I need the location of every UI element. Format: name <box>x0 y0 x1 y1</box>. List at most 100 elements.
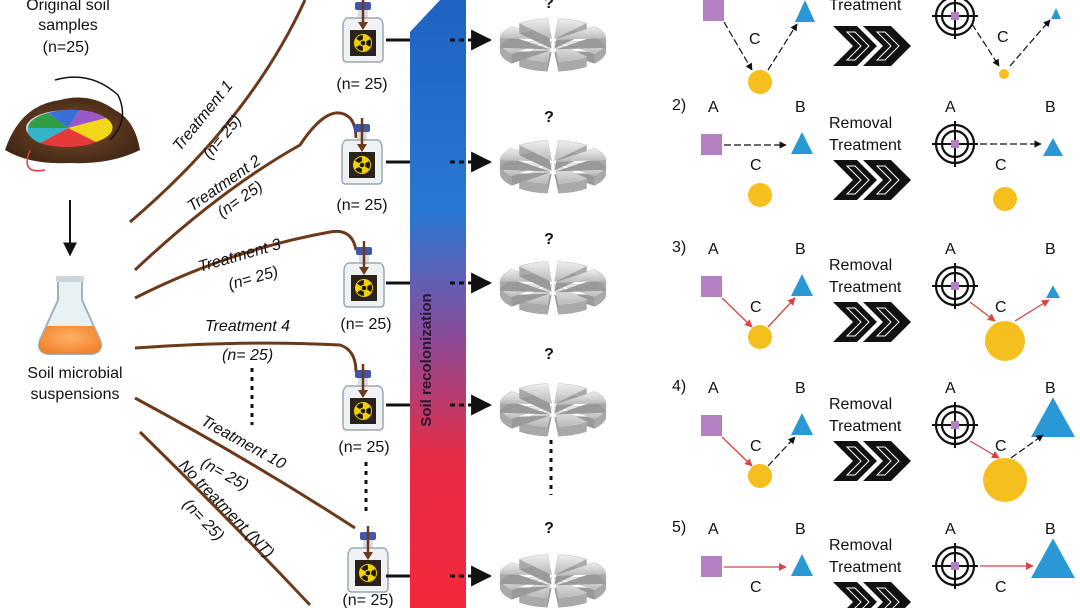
vial-4-n: (n= 25) <box>338 439 389 456</box>
node-a-square <box>703 0 724 21</box>
node-c-label-after: C <box>995 438 1007 455</box>
treatment-lines <box>129 0 358 607</box>
suspension-label-line2: suspensions <box>31 386 120 403</box>
chevron-arrow-icon <box>833 26 911 66</box>
node-c-label: C <box>750 438 762 455</box>
node-a-square <box>701 415 722 436</box>
node-b-triangle <box>791 554 813 576</box>
node-c-label-after: C <box>995 299 1007 316</box>
vial-3-n: (n= 25) <box>340 316 391 333</box>
scenario-1: C Treatment C <box>703 0 1061 94</box>
scenario-number: 5) <box>672 519 686 536</box>
soil-disk-icon-3 <box>499 261 607 315</box>
node-a-label: A <box>708 521 719 538</box>
treatment-label: Treatment <box>829 137 902 154</box>
node-c-label: C <box>750 157 762 174</box>
scenario-number: 3) <box>672 239 686 256</box>
soil-disk-icon-1 <box>499 18 607 72</box>
treatment-label: Treatment <box>829 559 902 576</box>
scenario-number: 4) <box>672 378 686 395</box>
node-b-triangle-after <box>1051 8 1061 19</box>
node-c-circle <box>748 325 772 349</box>
vial-5-n: (n= 25) <box>342 592 393 608</box>
treatment-line-4 <box>134 341 358 373</box>
node-c-circle <box>748 70 772 94</box>
soil-disk-icon-5 <box>499 554 607 608</box>
soil-recolonization-label: Soil recolonization <box>418 293 435 426</box>
node-b-triangle-after <box>1046 285 1060 298</box>
target-icon <box>932 0 978 39</box>
vial-group <box>341 0 389 593</box>
target-icon <box>932 121 978 167</box>
dotted-arrows <box>450 29 493 587</box>
node-b-triangle <box>791 132 813 154</box>
vial-1-n: (n= 25) <box>336 76 387 93</box>
original-soil-n: (n=25) <box>43 39 90 56</box>
node-b-label: B <box>795 241 806 258</box>
node-b-label-after: B <box>1045 521 1056 538</box>
node-a-square <box>701 134 722 155</box>
node-c-circle <box>748 183 772 207</box>
target-icon <box>932 263 978 309</box>
node-c-circle <box>748 464 772 488</box>
removal-label: Removal <box>829 257 892 274</box>
soil-recolonization-bar <box>410 0 466 608</box>
treatment-4-label: Treatment 4 <box>205 318 290 335</box>
scenario-number: 2) <box>672 97 686 114</box>
original-soil-block: Original soil samples (n=25) <box>26 0 110 56</box>
node-c-circle-after <box>983 458 1027 502</box>
chevron-arrow-icon <box>833 302 911 342</box>
node-a-label: A <box>708 380 719 397</box>
node-a-label-after: A <box>945 521 956 538</box>
target-icon <box>932 402 978 448</box>
node-a-square <box>701 276 722 297</box>
question-mark-4: ? <box>544 346 554 363</box>
node-b-triangle <box>791 274 813 296</box>
question-mark-1: ? <box>544 0 554 12</box>
question-mark-3: ? <box>544 231 554 248</box>
treatment-line-2 <box>133 111 358 272</box>
vial-2-n: (n= 25) <box>336 197 387 214</box>
treatment-line-10 <box>134 396 356 530</box>
node-a-label-after: A <box>945 241 956 258</box>
chevron-arrow-icon <box>833 582 911 608</box>
node-a-label: A <box>708 99 719 116</box>
node-a-label: A <box>708 241 719 258</box>
treatment-4-n: (n= 25) <box>222 347 273 364</box>
node-b-label: B <box>795 99 806 116</box>
question-mark-5: ? <box>544 520 554 537</box>
original-soil-subtitle: samples <box>38 17 98 34</box>
soil-pile-icon <box>5 76 140 172</box>
node-b-triangle <box>791 413 813 435</box>
vial-icon-1 <box>342 0 384 63</box>
treatment-label: Treatment <box>829 0 902 14</box>
node-b-label: B <box>795 521 806 538</box>
target-icon <box>932 543 978 589</box>
treatment-label: Treatment <box>829 279 902 296</box>
node-c-label-after: C <box>995 157 1007 174</box>
node-a-label-after: A <box>945 380 956 397</box>
node-b-triangle-after <box>1043 138 1063 156</box>
treatment-line-nt <box>138 430 312 607</box>
node-b-label: B <box>795 380 806 397</box>
removal-label: Removal <box>829 396 892 413</box>
vial-icon-3 <box>343 241 385 308</box>
treatment-label: Treatment <box>829 418 902 435</box>
node-c-label-after: C <box>997 29 1009 46</box>
node-b-label-after: B <box>1045 380 1056 397</box>
node-c-circle-after <box>999 69 1009 79</box>
treatment-line-3 <box>134 229 358 300</box>
vial-icon-5 <box>347 526 389 593</box>
node-c-circle-after <box>985 321 1025 361</box>
vial-icon-2 <box>341 118 383 185</box>
treatment-line-1 <box>129 0 307 224</box>
node-a-square <box>701 556 722 577</box>
node-c-label: C <box>749 31 761 48</box>
node-b-label-after: B <box>1045 99 1056 116</box>
flask-icon <box>38 276 102 355</box>
node-b-label-after: B <box>1045 241 1056 258</box>
node-c-label: C <box>750 579 762 596</box>
